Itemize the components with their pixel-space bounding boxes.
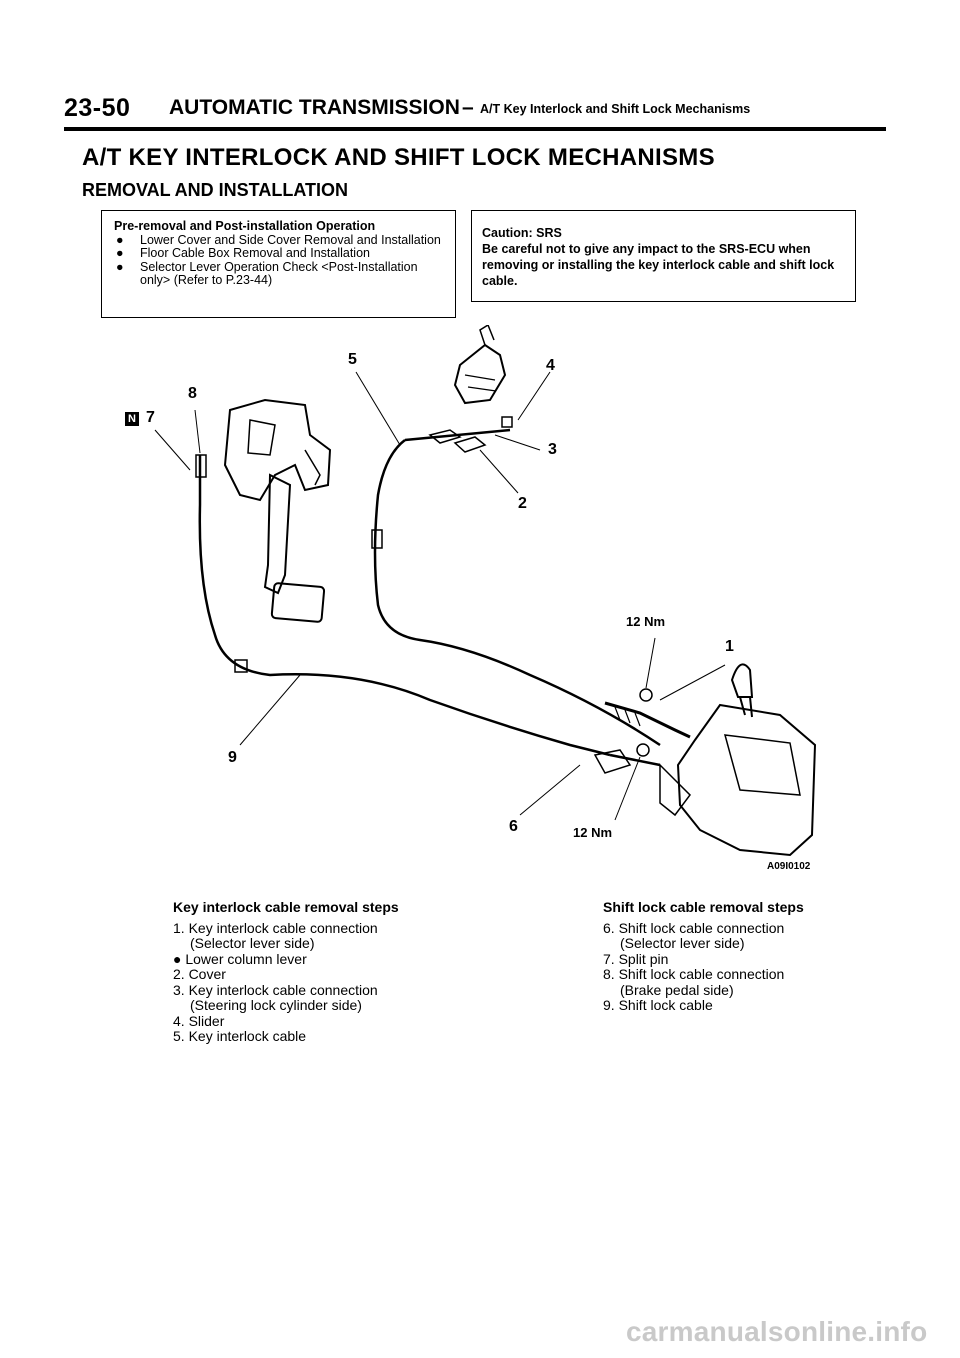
cable-routing-illustration: [154, 325, 817, 857]
torque-label-top: 12 Nm: [626, 614, 666, 629]
clip-part: [501, 416, 513, 428]
shift-lock-cable-end: [609, 753, 661, 767]
page-title: A/T KEY INTERLOCK AND SHIFT LOCK MECHANI…: [82, 144, 715, 171]
brake-pedal-bracket: [223, 398, 332, 502]
bracket-window: [247, 419, 276, 456]
selector-bracket: [659, 763, 691, 817]
list-item: 5. Key interlock cable: [173, 1028, 473, 1045]
bullet-icon: ●: [116, 246, 124, 260]
key-steps-list: 1. Key interlock cable connection(Select…: [173, 919, 473, 1045]
key-interlock-steps: Key interlock cable removal steps 1. Key…: [173, 899, 473, 1045]
shift-lock-cable: [198, 455, 611, 757]
step-text: 6. Shift lock cable connection: [603, 919, 785, 936]
step-text: ● Lower column lever: [173, 950, 307, 967]
interlock-connector-rod: [604, 701, 691, 739]
step-text: 8. Shift lock cable connection: [603, 966, 785, 982]
selector-lever-shaft: [739, 696, 753, 718]
watermark: carmanualsonline.info: [626, 1316, 928, 1347]
cable-clamp-lower: [234, 659, 248, 673]
list-item: ● Floor Cable Box Removal and Installatio…: [114, 246, 445, 261]
callout-4: 4: [546, 357, 555, 374]
torque-label-bottom: 12 Nm: [573, 825, 613, 840]
callout-6: 6: [509, 818, 518, 835]
slider-part: [453, 436, 487, 453]
bracket-tab: [304, 449, 321, 486]
caution-heading: Caution: SRS: [482, 226, 562, 240]
list-item: 1. Key interlock cable connection(Select…: [173, 919, 473, 952]
shift-lock-steps: Shift lock cable removal steps 6. Shift …: [603, 899, 863, 1014]
selector-lever-knob: [730, 663, 754, 698]
step-subtext: (Selector lever side): [190, 935, 315, 951]
page-subtitle: REMOVAL AND INSTALLATION: [82, 180, 348, 200]
shift-steps-heading: Shift lock cable removal steps: [603, 899, 804, 915]
brake-pedal-pad: [270, 582, 326, 623]
callout-2: 2: [518, 495, 527, 512]
callout-5: 5: [348, 351, 357, 368]
connector-spring: [614, 706, 641, 727]
shift-lock-bracket: [593, 749, 632, 774]
step-subtext: (Steering lock cylinder side): [190, 997, 362, 1013]
callout-3: 3: [548, 441, 557, 458]
page-header: 23-50 AUTOMATIC TRANSMISSION – A/T Key I…: [64, 88, 884, 128]
step-subtext: (Selector lever side): [620, 935, 745, 951]
step-text: 9. Shift lock cable: [603, 997, 713, 1013]
subsection-title: A/T Key Interlock and Shift Lock Mechani…: [480, 102, 751, 116]
cable-clamp: [371, 529, 383, 549]
step-text: 5. Key interlock cable: [173, 1028, 307, 1044]
header-rule: [64, 127, 886, 131]
page-number: 23-50: [64, 94, 131, 122]
key-interlock-cable-end: [404, 428, 511, 442]
callout-1: 1: [725, 638, 734, 655]
list-item: 4. Slider: [173, 1012, 473, 1030]
shift-steps-list: 6. Shift lock cable connection(Selector …: [603, 919, 863, 1014]
n-mark-icon: N: [125, 412, 139, 426]
list-item: 3. Key interlock cable connection(Steeri…: [173, 981, 473, 1014]
callout-7: 7: [146, 409, 155, 426]
caution-text: Be careful not to give any impact to the…: [482, 242, 835, 288]
pre-removal-box: Pre-removal and Post-installation Operat…: [101, 210, 456, 318]
list-item: 9. Shift lock cable: [603, 997, 863, 1014]
step-text: 2. Cover: [173, 966, 226, 982]
bolt-icon: [636, 743, 650, 757]
brake-pedal-arm: [263, 473, 292, 595]
list-item: 8. Shift lock cable connection(Brake ped…: [603, 966, 863, 998]
exploded-view-figure: 5 4 3 2 8 N 7 12 Nm 1 9 6 12 Nm A09I0102: [100, 325, 860, 885]
lock-cylinder-detail: [464, 374, 497, 392]
key-interlock-cable: [373, 439, 661, 747]
list-item: ● Lower column lever: [173, 950, 473, 968]
list-item: ● Lower Cover and Side Cover Removal and …: [114, 232, 445, 248]
list-item: 2. Cover: [173, 966, 473, 983]
lock-cylinder-cap: [479, 325, 495, 346]
caution-box: Caution: SRS Be careful not to give any …: [471, 210, 856, 302]
list-item: 6. Shift lock cable connection(Selector …: [603, 919, 863, 952]
list-item: 7. Split pin: [603, 950, 863, 968]
bullet-icon: ●: [116, 232, 124, 247]
pre-removal-heading: Pre-removal and Post-installation Operat…: [114, 219, 376, 233]
selector-lever-assembly: [676, 703, 817, 857]
header-dash: –: [462, 96, 474, 119]
pre-removal-item: Selector Lever Operation Check <Post-Ins…: [140, 259, 418, 287]
bolt-icon: [639, 688, 653, 702]
figure-id: A09I0102: [767, 861, 811, 872]
list-item: ● Selector Lever Operation Check <Post-In…: [114, 259, 445, 288]
pre-removal-list: ● Lower Cover and Side Cover Removal and …: [114, 232, 445, 288]
callout-leaders: [154, 371, 726, 821]
selector-indicator-panel: [723, 734, 801, 796]
step-text: 7. Split pin: [603, 950, 669, 967]
cover-part: [428, 429, 462, 444]
pre-removal-item: Floor Cable Box Removal and Installation: [140, 246, 370, 260]
callout-9: 9: [228, 749, 237, 766]
section-title: AUTOMATIC TRANSMISSION: [169, 96, 460, 119]
key-steps-heading: Key interlock cable removal steps: [173, 899, 399, 915]
bullet-icon: ●: [116, 259, 124, 274]
pre-removal-item: Lower Cover and Side Cover Removal and I…: [140, 232, 441, 247]
step-text: 3. Key interlock cable connection: [173, 981, 378, 998]
step-text: 4. Slider: [173, 1012, 225, 1029]
step-text: 1. Key interlock cable connection: [173, 919, 378, 936]
steering-lock-cylinder: [453, 343, 507, 405]
step-subtext: (Brake pedal side): [620, 981, 734, 998]
callout-8: 8: [188, 385, 197, 402]
cable-fitting-brake: [195, 454, 207, 478]
